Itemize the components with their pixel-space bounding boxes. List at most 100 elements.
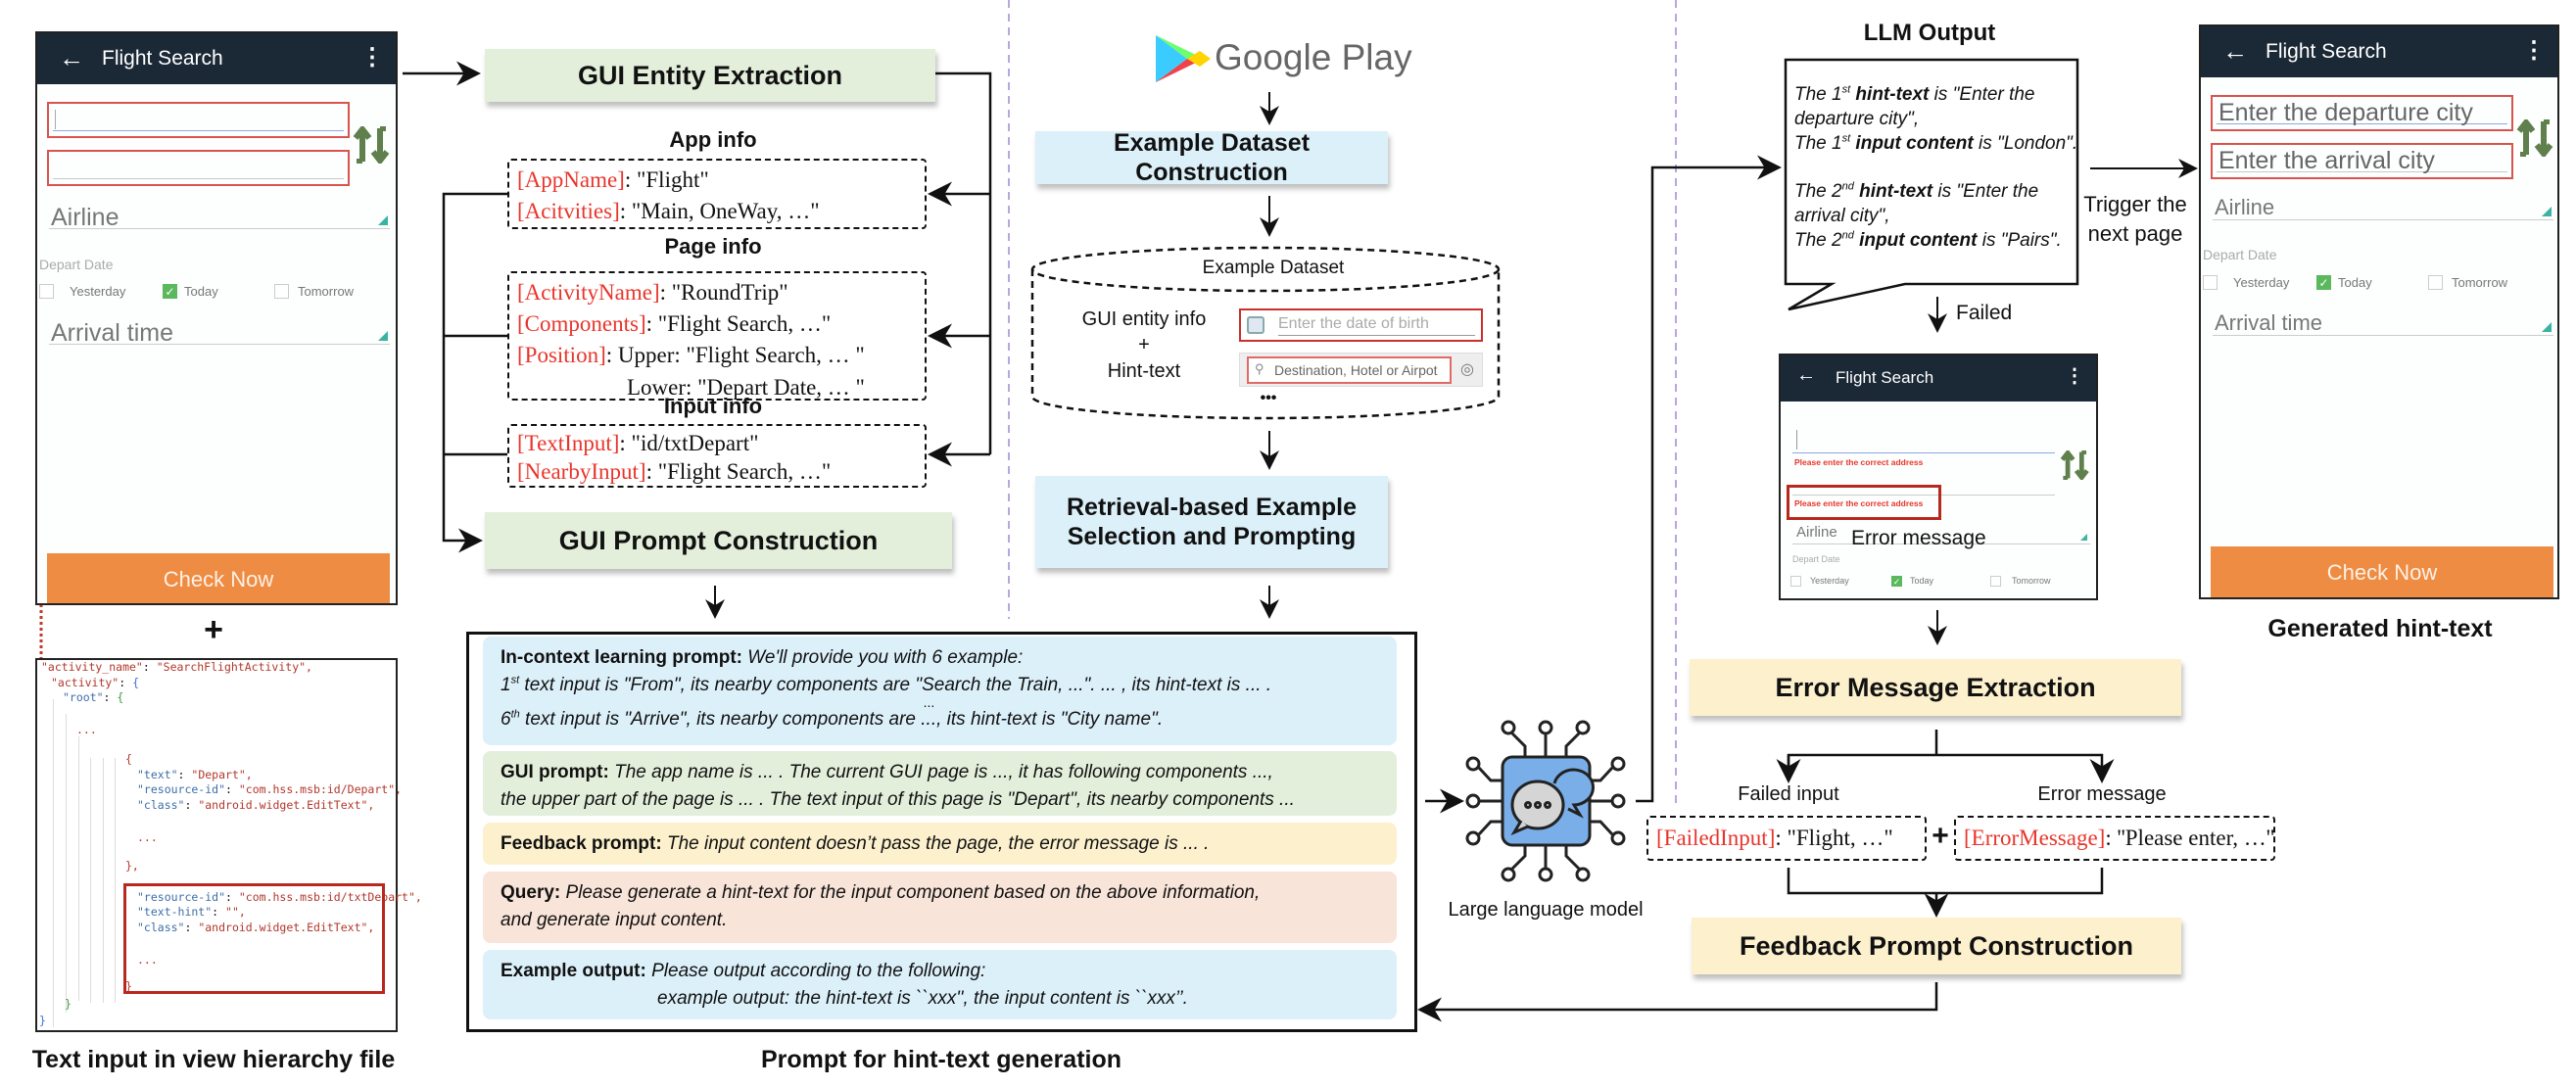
code-line: } xyxy=(125,979,132,993)
airline-field[interactable]: Airline xyxy=(2215,195,2275,219)
failed-label: Failed xyxy=(1956,302,2013,324)
back-arrow-icon[interactable]: ← xyxy=(2222,36,2248,66)
error-message-label: Error message xyxy=(2037,783,2167,805)
code-line: "text": "Depart", xyxy=(137,768,253,781)
today-checkbox[interactable]: ✓ xyxy=(163,284,177,299)
llm-label: Large language model xyxy=(1448,899,1644,921)
tomorrow-checkbox[interactable] xyxy=(1990,576,2001,587)
screen-title: Flight Search xyxy=(2266,40,2387,63)
view-hierarchy-code xyxy=(35,658,398,1032)
left-phone-screenshot: ← Flight Search ⋮ Airline Depart Date Ye… xyxy=(35,31,398,605)
more-options-icon[interactable]: ⋮ xyxy=(2522,37,2546,64)
example-destination-field: ⚲ Destination, Hotel or Airpot ◎ xyxy=(1239,353,1483,387)
llm-output-line: The 2nd input content is "Pairs". xyxy=(1794,229,2062,251)
left-caption: Text input in view hierarchy file xyxy=(31,1046,396,1073)
failed-input-box: [FailedInput]: "Flight, …" xyxy=(1646,816,1927,861)
departure-input[interactable] xyxy=(47,102,350,138)
code-line: "root": { xyxy=(63,690,124,704)
error-highlight xyxy=(1787,485,1941,520)
feedback-prompt: Feedback prompt: The input content doesn… xyxy=(483,823,1397,865)
app-info-label: App info xyxy=(669,127,757,152)
yesterday-checkbox[interactable] xyxy=(1790,576,1801,587)
llm-output-line: The 1st hint-text is "Enter the xyxy=(1794,83,2035,105)
right-caption: Generated hint-text xyxy=(2267,615,2493,642)
plus-sign: + xyxy=(1932,820,1949,852)
locate-icon: ◎ xyxy=(1460,361,1474,378)
yesterday-label: Yesterday xyxy=(70,284,126,299)
app-bar: ← Flight Search ⋮ xyxy=(1781,355,2096,402)
gui-entity-info-label: GUI entity info xyxy=(1081,308,1207,330)
back-arrow-icon[interactable]: ← xyxy=(59,43,84,72)
code-line: } xyxy=(39,1014,46,1027)
tomorrow-checkbox[interactable] xyxy=(274,284,289,299)
retrieval-selection-box: Retrieval-based Example Selection and Pr… xyxy=(1035,476,1388,568)
yesterday-label: Yesterday xyxy=(1810,576,1849,586)
llm-output-line: departure city", xyxy=(1794,109,1920,129)
yesterday-checkbox[interactable] xyxy=(39,284,54,299)
code-line: ... xyxy=(137,830,158,844)
code-line: "resource-id": "com.hss.msb:id/txtDepart… xyxy=(137,890,422,904)
more-options-icon[interactable]: ⋮ xyxy=(360,44,384,71)
tomorrow-label: Tomorrow xyxy=(2012,576,2051,586)
error-message-annotation: Error message xyxy=(1851,527,1986,549)
today-checkbox[interactable]: ✓ xyxy=(1891,576,1902,587)
query-prompt: Query: Please generate a hint-text for t… xyxy=(483,872,1397,943)
in-context-learning-prompt: In-context learning prompt: We'll provid… xyxy=(483,637,1397,745)
error-message-box: [ErrorMessage]: ''Please enter, …'' xyxy=(1954,816,2275,861)
llm-output-title: LLM Output xyxy=(1863,20,1996,46)
code-line: ... xyxy=(76,723,97,736)
airline-field[interactable]: Airline xyxy=(51,204,119,231)
today-checkbox[interactable]: ✓ xyxy=(2316,275,2331,290)
airline-field[interactable]: Airline xyxy=(1796,524,1837,541)
depart-date-label: Depart Date xyxy=(2203,247,2277,262)
arrival-input[interactable] xyxy=(47,150,350,186)
back-arrow-icon[interactable]: ← xyxy=(1796,364,1816,386)
llm-output-line: The 2nd hint-text is "Enter the xyxy=(1794,180,2039,202)
llm-output-line: arrival city", xyxy=(1794,206,1890,226)
error-text: Please enter the correct address xyxy=(1794,457,1924,467)
error-phone-screenshot: ← Flight Search ⋮ Please enter the corre… xyxy=(1779,354,2098,600)
code-line: } xyxy=(65,997,72,1011)
input-info-box: [TextInput]: "id/txtDepart" [NearbyInput… xyxy=(507,424,927,488)
gui-prompt: GUI prompt: The app name is ... . The cu… xyxy=(483,751,1397,816)
arrival-input[interactable]: Enter the arrival city xyxy=(2211,143,2513,179)
today-label: Today xyxy=(184,284,218,299)
gui-prompt-construction-box: GUI Prompt Construction xyxy=(485,512,952,569)
arrival-time-field[interactable]: Arrival time xyxy=(51,319,174,347)
departure-input[interactable]: Enter the departure city xyxy=(2211,95,2513,131)
llm-chip-icon xyxy=(1465,720,1626,882)
error-text: Please enter the correct address xyxy=(1794,498,1924,508)
today-label: Today xyxy=(1910,576,1934,586)
google-play-icon xyxy=(1156,35,1211,82)
hint-text-label: Hint-text xyxy=(1107,360,1181,382)
example-dataset-construction-box: Example Dataset Construction xyxy=(1035,129,1388,186)
tomorrow-checkbox[interactable] xyxy=(2428,275,2443,290)
plus-sign: + xyxy=(204,611,223,648)
arrival-time-field[interactable]: Arrival time xyxy=(2215,310,2323,335)
failed-input-label: Failed input xyxy=(1738,783,1839,805)
right-phone-screenshot: ← Flight Search ⋮ Enter the departure ci… xyxy=(2199,24,2559,599)
prompt-caption: Prompt for hint-text generation xyxy=(760,1046,1122,1073)
example-dataset-label: Example Dataset xyxy=(1202,258,1345,278)
gui-entity-extraction-box: GUI Entity Extraction xyxy=(485,49,935,102)
more-options-icon[interactable]: ⋮ xyxy=(2065,365,2084,387)
llm-output-line: The 1st input content is "London". xyxy=(1794,132,2078,154)
page-info-label: Page info xyxy=(664,234,762,259)
swap-icon[interactable] xyxy=(2059,450,2092,480)
today-label: Today xyxy=(2338,275,2372,290)
google-play-label: Google Play xyxy=(1215,37,1412,77)
more-examples: ••• xyxy=(1260,390,1277,406)
app-bar: ← Flight Search ⋮ xyxy=(37,33,396,84)
code-line: "class": "android.widget.EditText", xyxy=(137,921,375,934)
check-now-button[interactable]: Check Now xyxy=(2211,546,2553,597)
yesterday-checkbox[interactable] xyxy=(2203,275,2218,290)
swap-icon[interactable] xyxy=(353,126,392,164)
tomorrow-label: Tomorrow xyxy=(2452,275,2508,290)
code-line: "class": "android.widget.EditText", xyxy=(137,798,375,812)
depart-date-label: Depart Date xyxy=(39,257,114,272)
trigger-label: Trigger the xyxy=(2083,192,2187,216)
example-date-field: Enter the date of birth xyxy=(1239,308,1483,342)
tomorrow-label: Tomorrow xyxy=(298,284,355,299)
swap-icon[interactable] xyxy=(2516,119,2555,157)
check-now-button[interactable]: Check Now xyxy=(47,553,390,603)
